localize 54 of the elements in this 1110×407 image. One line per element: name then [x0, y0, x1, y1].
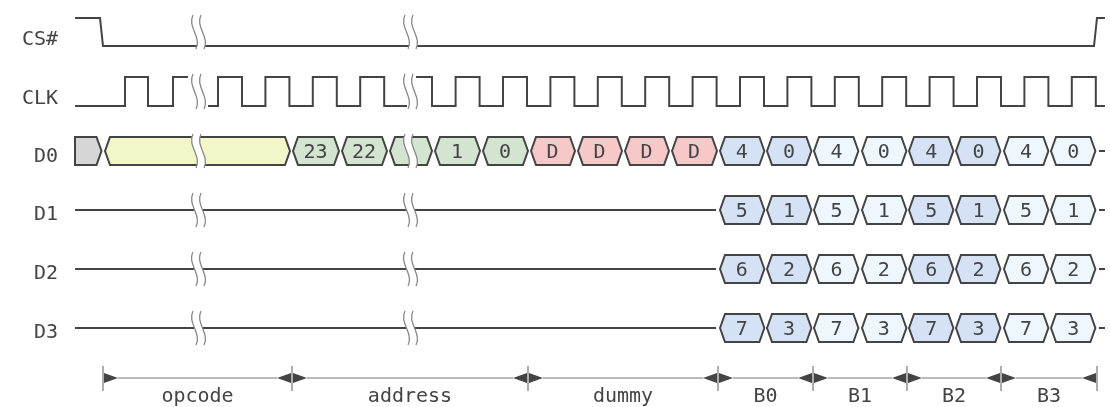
bus-value-cell: 7 [1003, 314, 1049, 342]
bus-value-cell: 0 [956, 137, 1001, 165]
bus-value-cell: 7 [719, 314, 764, 342]
bus-value-cell: 0 [1051, 137, 1096, 165]
bus-value-cell: 5 [814, 196, 859, 224]
bus-value-cell: 23 [292, 137, 339, 165]
bus-value-cell: 4 [909, 137, 954, 165]
signal-name: D0 [33, 144, 58, 166]
interval-label: opcode [161, 384, 234, 406]
bus-value-cell: 3 [956, 314, 1001, 342]
interval-label: B0 [753, 384, 778, 406]
bus-value-cell: D [671, 137, 717, 165]
bus-value-cell: 1 [1051, 196, 1096, 224]
bus-value-cell: 3 [861, 314, 906, 342]
bus-value-cell: 6 [909, 255, 954, 283]
bus-value-cell: 6 [814, 255, 859, 283]
bus-value-cell: 5 [1003, 196, 1049, 224]
interval-label: address [367, 384, 453, 406]
bus-value-cell: 3 [766, 314, 812, 342]
bus-value-cell: D [577, 137, 622, 165]
bus-value-cell: 6 [719, 255, 764, 283]
bus-value-cell: 1 [956, 196, 1001, 224]
bus-value-cell: 0 [861, 137, 906, 165]
interval-label: B3 [1036, 384, 1062, 406]
bus-value-cell: 1 [766, 196, 812, 224]
bus-value-cell: 2 [861, 255, 906, 283]
bus-value-cell: 4 [814, 137, 859, 165]
bus-value-cell: 5 [909, 196, 954, 224]
bus-value-cell: 4 [719, 137, 764, 165]
bus-value-cell: 0 [766, 137, 812, 165]
bus-value-cell: 7 [909, 314, 954, 342]
bus-value-cell: 1 [434, 137, 480, 165]
bus-value-cell: D [530, 137, 575, 165]
bus-value-cell: 5 [719, 196, 764, 224]
bus-cell [104, 137, 290, 165]
signal-name: CLK [21, 86, 58, 108]
signal-name: CS# [21, 27, 58, 49]
signal-name: D3 [33, 320, 58, 342]
bus-value-cell: 4 [1003, 137, 1049, 165]
bus-value-cell: 7 [814, 314, 859, 342]
bus-value-cell: D [624, 137, 669, 165]
interval-label: dummy [592, 384, 654, 406]
signal-name: D2 [33, 261, 58, 283]
bus-value-cell: 22 [341, 137, 387, 165]
bus-value-cell: 3 [1051, 314, 1096, 342]
bus-value-cell: 2 [956, 255, 1001, 283]
signal-name: D1 [33, 202, 58, 224]
bus-value-cell: 2 [1051, 255, 1096, 283]
bus-value-cell: 6 [1003, 255, 1049, 283]
bus-value-cell: 1 [861, 196, 906, 224]
interval-label: B2 [941, 384, 967, 406]
bus-value-cell: 2 [766, 255, 812, 283]
bus-value-cell: 0 [482, 137, 528, 165]
interval-label: B1 [847, 384, 873, 406]
